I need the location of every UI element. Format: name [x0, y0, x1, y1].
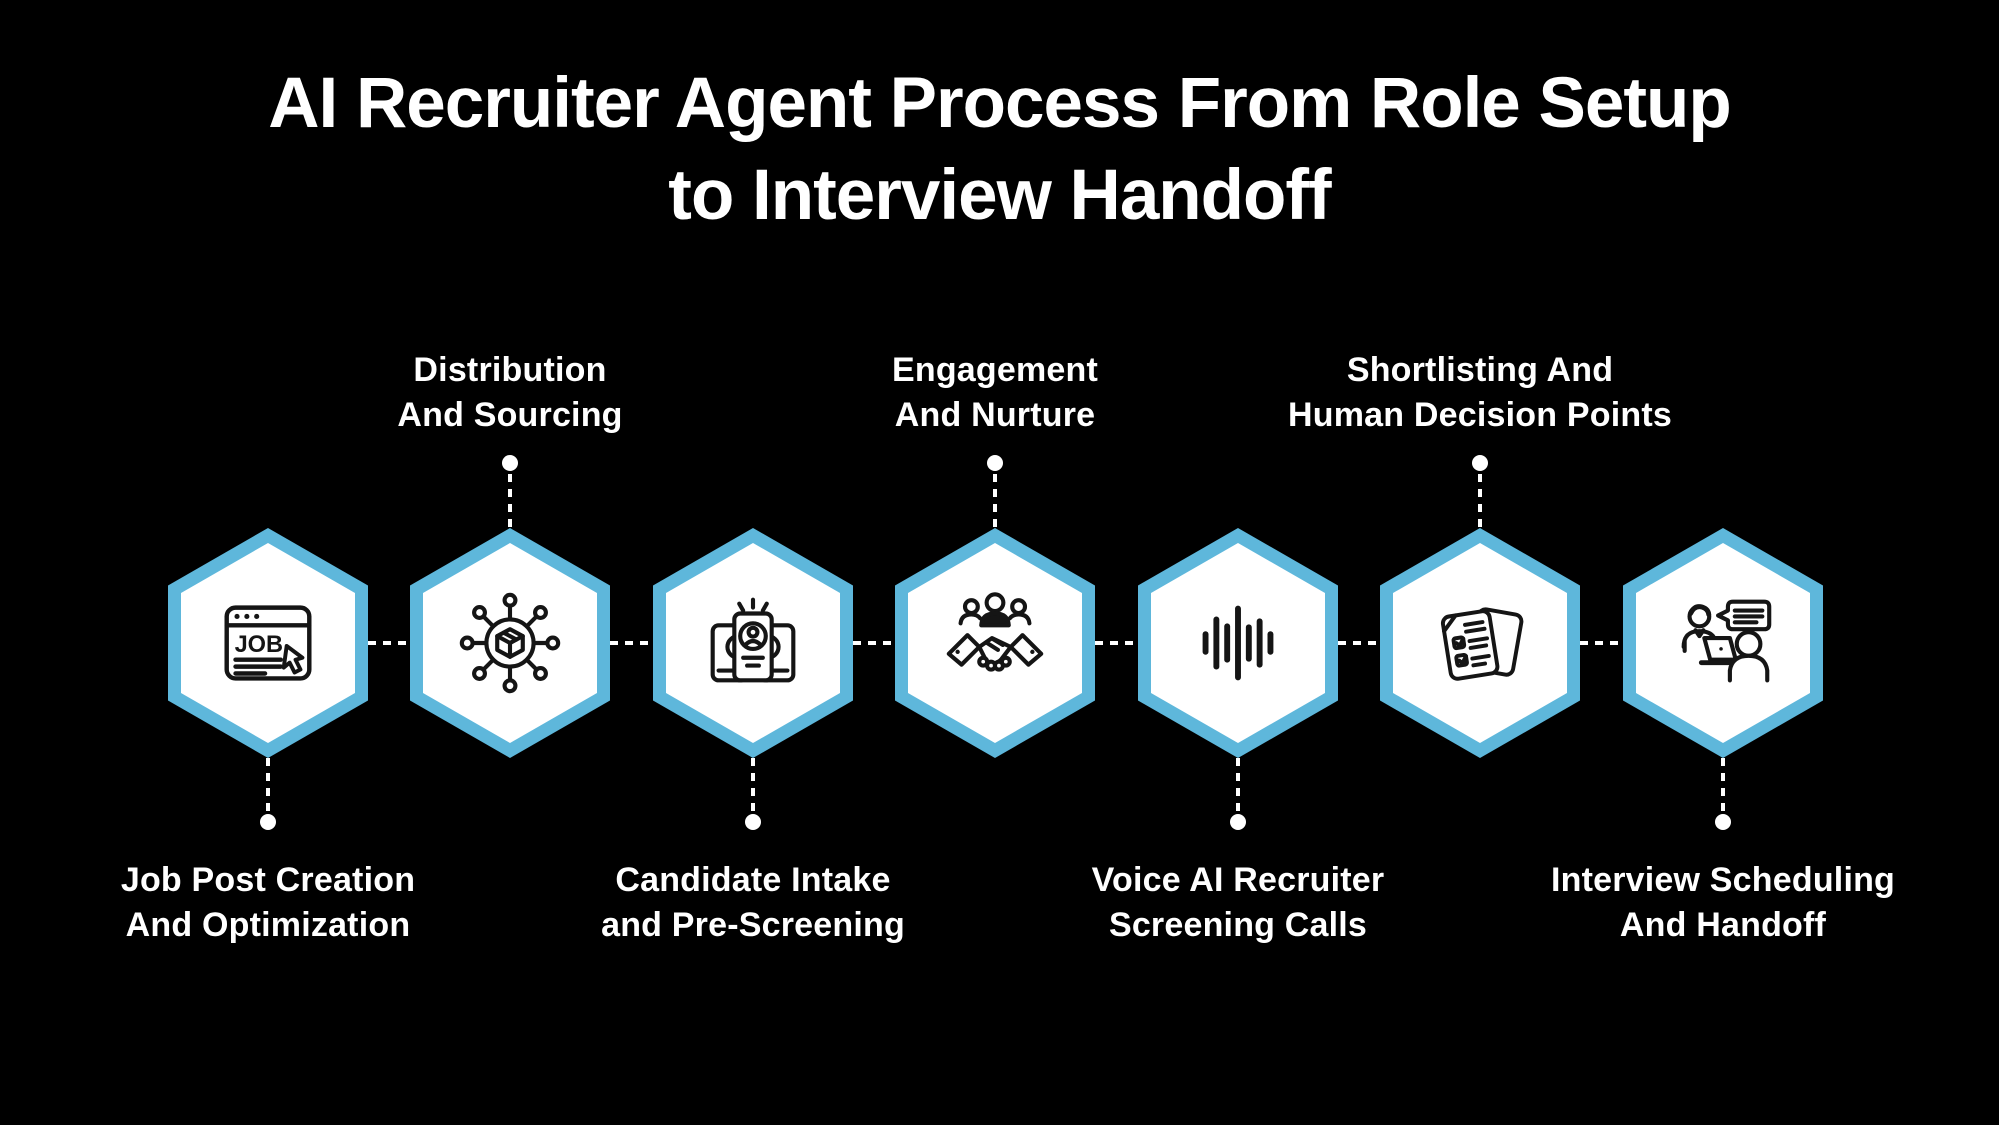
page-title-line2: to Interview Handoff: [668, 156, 1331, 235]
hexagon-inner: [1393, 543, 1567, 743]
hex-connector-dashes: [1338, 641, 1380, 645]
connector-line: [993, 474, 997, 530]
connector-line: [508, 474, 512, 530]
hexagon-shape: [410, 528, 610, 758]
hex-connector-dashes: [853, 641, 895, 645]
step-label-line2: And Handoff: [1619, 906, 1827, 944]
hexagon-inner: [666, 543, 840, 743]
step-label-line2: and Pre-Screening: [601, 906, 905, 944]
checklist-documents-icon: [1440, 607, 1524, 681]
step-label-line2: Screening Calls: [1108, 906, 1368, 944]
job-post-browser-icon: JOB: [224, 605, 312, 681]
step-label-line1: Shortlisting And: [1346, 351, 1614, 389]
step-label-line1: Interview Scheduling: [1550, 861, 1896, 899]
hexagon-shape: [1380, 528, 1580, 758]
job-icon-text: JOB: [235, 632, 284, 658]
step-label-line1: Distribution: [413, 351, 607, 389]
hex-connector-dashes: [1095, 641, 1137, 645]
hex-connector-dashes: [610, 641, 652, 645]
connector-dot: [1715, 814, 1731, 830]
distribution-network-icon: [459, 592, 561, 694]
hex-connector-dashes: [1580, 641, 1622, 645]
candidate-profile-cards-icon: [710, 597, 796, 683]
connector-dot: [1230, 814, 1246, 830]
voice-waveform-icon: [1202, 605, 1274, 681]
step-label-line2: And Sourcing: [397, 396, 623, 434]
step-label: Job Post Creation And Optimization: [121, 858, 415, 948]
hexagon-shape: [653, 528, 853, 758]
connector-dot: [260, 814, 276, 830]
step-label: Shortlisting And Human Decision Points: [1288, 348, 1672, 438]
step-label-line1: Candidate Intake: [615, 861, 891, 899]
hexagon-shape: [1623, 528, 1823, 758]
connector-line: [1478, 474, 1482, 530]
hexagon-shape: JOB: [168, 528, 368, 758]
hexagon-shape: [895, 528, 1095, 758]
step-label: Distribution And Sourcing: [397, 348, 622, 438]
connector-dot: [1472, 455, 1488, 471]
page-title: AI Recruiter Agent Process From Role Set…: [0, 58, 1999, 242]
step-label-line2: And Nurture: [894, 396, 1096, 434]
hexagon-inner: [1151, 543, 1325, 743]
page-title-line1: AI Recruiter Agent Process From Role Set…: [268, 64, 1732, 143]
connector-dot: [987, 455, 1003, 471]
connector-line: [266, 758, 270, 812]
hexagon-inner: [908, 543, 1082, 743]
step-label-line1: Job Post Creation: [120, 861, 416, 899]
step-label-line1: Engagement: [891, 351, 1099, 389]
handshake-engagement-icon: [946, 592, 1044, 672]
hexagon-inner: JOB: [181, 543, 355, 743]
step-label: Engagement And Nurture: [892, 348, 1098, 438]
connector-line: [1721, 758, 1725, 812]
step-label: Candidate Intake and Pre-Screening: [601, 858, 905, 948]
connector-dot: [745, 814, 761, 830]
step-label-line2: Human Decision Points: [1288, 396, 1672, 434]
step-label: Interview Scheduling And Handoff: [1551, 858, 1895, 948]
step-label-line1: Voice AI Recruiter: [1091, 861, 1385, 899]
hexagon-inner: [423, 543, 597, 743]
step-label-line2: And Optimization: [125, 906, 411, 944]
hexagon-shape: [1138, 528, 1338, 758]
connector-dot: [502, 455, 518, 471]
connector-line: [751, 758, 755, 812]
hexagon-inner: [1636, 543, 1810, 743]
connector-line: [1236, 758, 1240, 812]
hex-connector-dashes: [368, 641, 410, 645]
step-label: Voice AI Recruiter Screening Calls: [1092, 858, 1385, 948]
interview-conversation-icon: [1681, 599, 1772, 683]
